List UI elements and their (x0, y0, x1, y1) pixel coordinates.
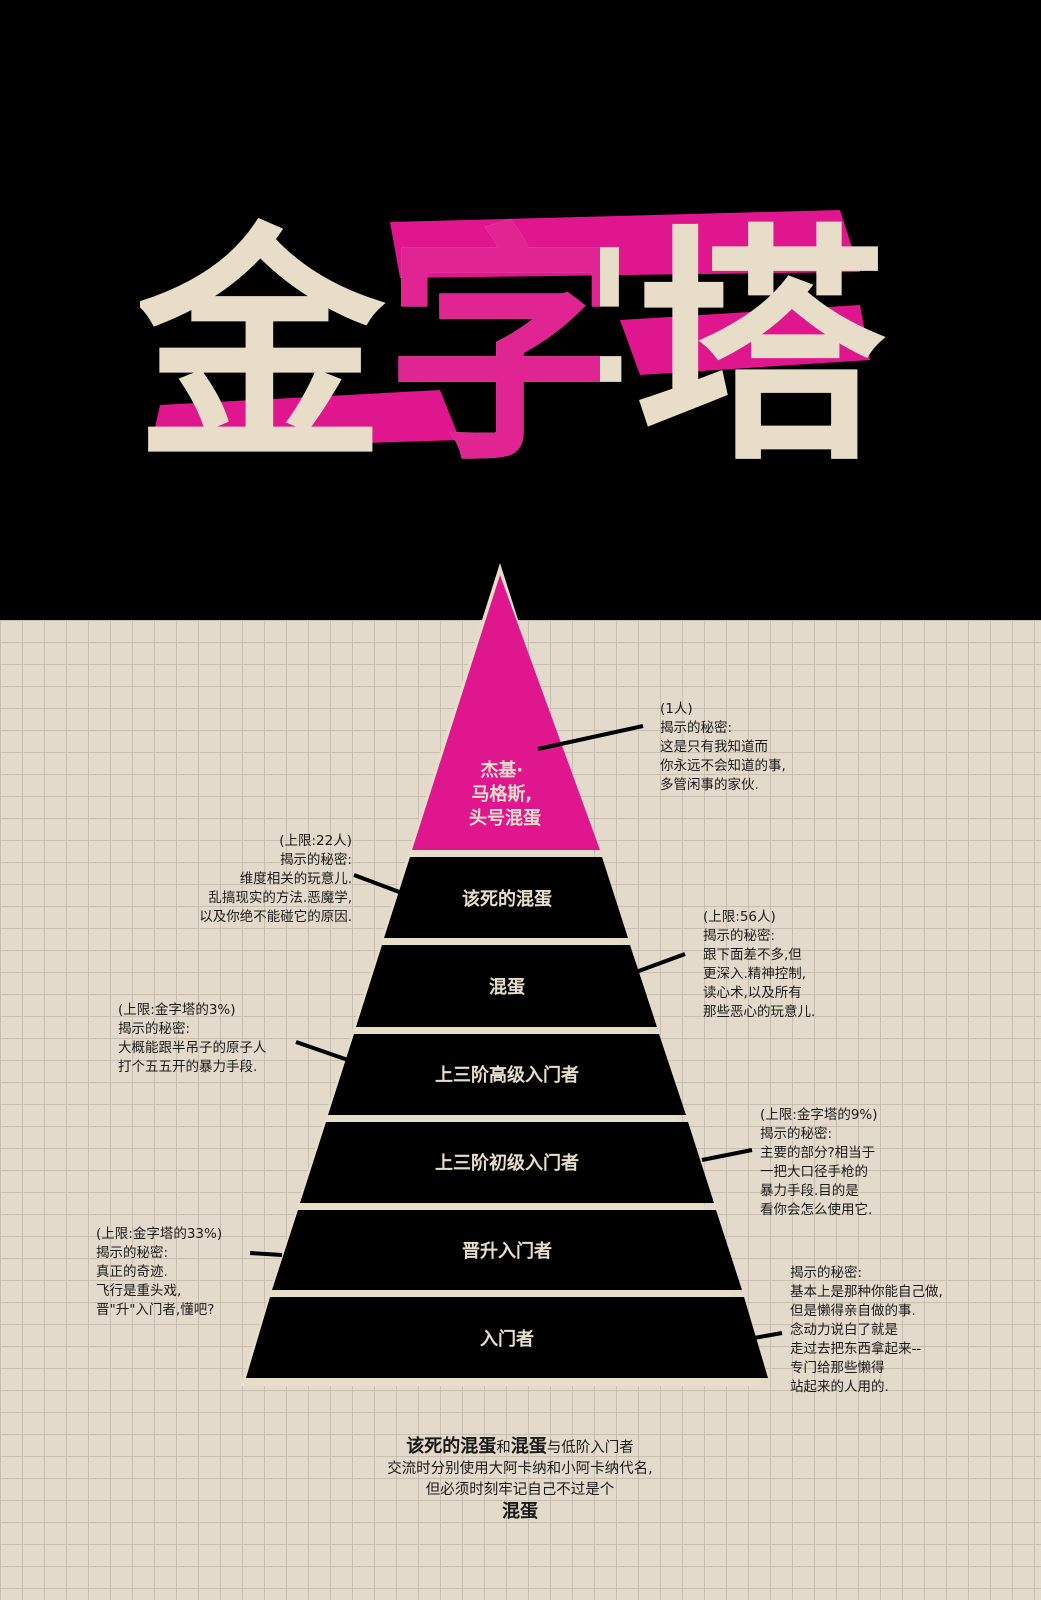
leader-line-6 (249, 1251, 283, 1257)
title-char-3: 塔 (635, 203, 886, 480)
tier-4-label: 上三阶高级入门者 (435, 1064, 579, 1086)
annotation-tier-7: 揭示的秘密: 基本上是那种你能自己做, 但是懒得亲自做的事. 念动力说白了就是 … (790, 1265, 943, 1395)
tier-1-shape (412, 575, 600, 850)
leader-line-4 (295, 1040, 349, 1062)
leader-line-1 (537, 724, 644, 751)
annotation-tier-3: (上限:56人) 揭示的秘密: 跟下面差不多,但 更深入.精神控制, 读心术,以… (703, 909, 816, 1020)
tier-4-shape (328, 1034, 686, 1115)
footer-bold-1: 该死的混蛋 (406, 1436, 497, 1457)
title-torn-strip (390, 210, 860, 278)
header-black-band (0, 0, 1041, 620)
footer-line-1: 该死的混蛋和混蛋与低阶入门者 (280, 1436, 760, 1459)
footer-bold-3: 混蛋 (502, 1501, 538, 1522)
tier-7-label: 入门者 (480, 1328, 534, 1350)
leader-line-3 (635, 952, 686, 974)
footer-text-1: 和 (496, 1440, 511, 1456)
tier-5-label: 上三阶初级入门者 (435, 1152, 579, 1174)
title-char-2: 字 (385, 203, 635, 480)
footer-caption: 该死的混蛋和混蛋与低阶入门者 交流时分别使用大阿卡纳和小阿卡纳代名, 但必须时刻… (280, 1436, 760, 1524)
annotation-tier-5: (上限:金字塔的9%) 揭示的秘密: 主要的部分?相当于 一把大口径手枪的 暴力… (760, 1107, 878, 1218)
tier-6-label: 晋升入门者 (462, 1240, 552, 1262)
page-title: 金 字 塔 字 (140, 203, 886, 480)
annotation-tier-6: (上限:金字塔的33%) 揭示的秘密: 真正的奇迹. 飞行是重头戏, 晋"升"入… (96, 1226, 223, 1318)
title-torn-strip (150, 390, 460, 450)
leader-line-7 (753, 1331, 783, 1340)
annotation-tier-4: (上限:金字塔的3%) 揭示的秘密: 大概能跟半吊子的原子人 打个五五开的暴力手… (118, 1002, 267, 1075)
tier-2-label: 该死的混蛋 (462, 888, 552, 910)
title-torn-strip (620, 305, 870, 375)
tier-3-label: 混蛋 (489, 977, 525, 998)
tier-1-label: 杰基· 马格斯, 头号混蛋 (469, 759, 541, 829)
tier-7-shape (246, 1297, 768, 1378)
footer-bold-2: 混蛋 (510, 1436, 547, 1457)
tier-2-shape (384, 857, 628, 938)
tier-5-shape (300, 1122, 714, 1203)
title-char-1: 金 (140, 203, 386, 480)
tier-6-shape (272, 1210, 742, 1290)
footer-line-3: 但必须时刻牢记自己不过是个 (425, 1482, 615, 1498)
footer-text-2: 与低阶入门者 (546, 1440, 634, 1456)
annotation-tier-2: (上限:22人) 揭示的秘密: 维度相关的玩意儿. 乱搞现实的方法.恶魔学, 以… (199, 833, 352, 925)
leader-line-5 (701, 1148, 753, 1162)
leader-line-2 (353, 873, 403, 895)
footer-line-2: 交流时分别使用大阿卡纳和小阿卡纳代名, (387, 1461, 653, 1477)
title-char-2-overlay: 字 (385, 203, 635, 480)
tier-3-shape (356, 945, 657, 1027)
annotation-tier-1: (1人) 揭示的秘密: 这是只有我知道而 你永远不会知道的事, 多管闲事的家伙. (660, 701, 786, 793)
